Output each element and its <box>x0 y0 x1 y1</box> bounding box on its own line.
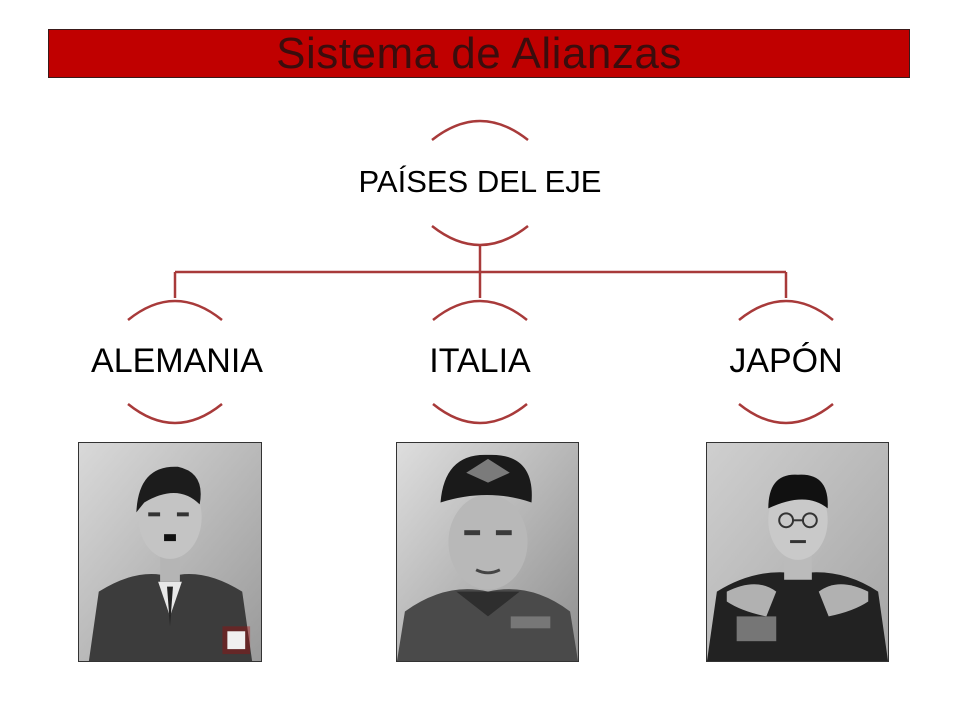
branch-label-italia: ITALIA <box>429 342 531 380</box>
japon-node-top-arc <box>738 299 834 321</box>
branch-label-alemania: ALEMANIA <box>91 342 263 380</box>
italia-node-top-arc <box>432 299 528 321</box>
alemania-node-bottom-arc <box>127 403 223 425</box>
slide-title: Sistema de Alianzas <box>276 28 682 78</box>
root-node-top-arc <box>431 119 529 141</box>
alemania-node-top-arc <box>127 299 223 321</box>
portrait-alemania-image <box>78 442 262 662</box>
title-banner: Sistema de Alianzas <box>48 29 910 78</box>
japon-node-bottom-arc <box>738 403 834 425</box>
root-node-bottom-arc <box>431 225 529 247</box>
portrait-japon-image <box>706 442 889 662</box>
portrait-italia-image <box>396 442 579 662</box>
root-node-label: PAÍSES DEL EJE <box>358 164 602 199</box>
italia-node-bottom-arc <box>432 403 528 425</box>
branch-label-japon: JAPÓN <box>729 342 843 380</box>
